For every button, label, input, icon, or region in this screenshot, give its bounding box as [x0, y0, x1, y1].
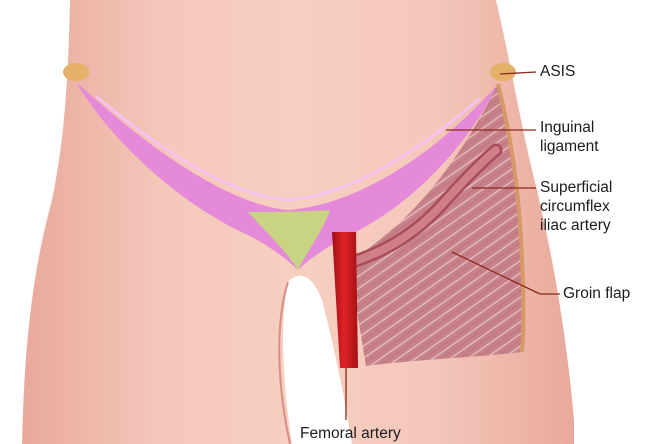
label-groin-flap: Groin flap — [563, 284, 630, 303]
label-circumflex-line1: Superficial — [540, 178, 612, 197]
label-inguinal-line2: ligament — [540, 137, 599, 156]
label-circumflex-line3: iliac artery — [540, 216, 612, 235]
label-superficial-circumflex-iliac-artery: Superficial circumflex iliac artery — [540, 178, 612, 235]
label-inguinal-line1: Inguinal — [540, 118, 599, 137]
label-asis: ASIS — [540, 62, 575, 81]
label-femoral-artery: Femoral artery — [300, 424, 401, 443]
asis-right-bump — [490, 63, 516, 81]
asis-left-bump — [63, 63, 89, 81]
label-inguinal-ligament: Inguinal ligament — [540, 118, 599, 156]
label-circumflex-line2: circumflex — [540, 197, 612, 216]
